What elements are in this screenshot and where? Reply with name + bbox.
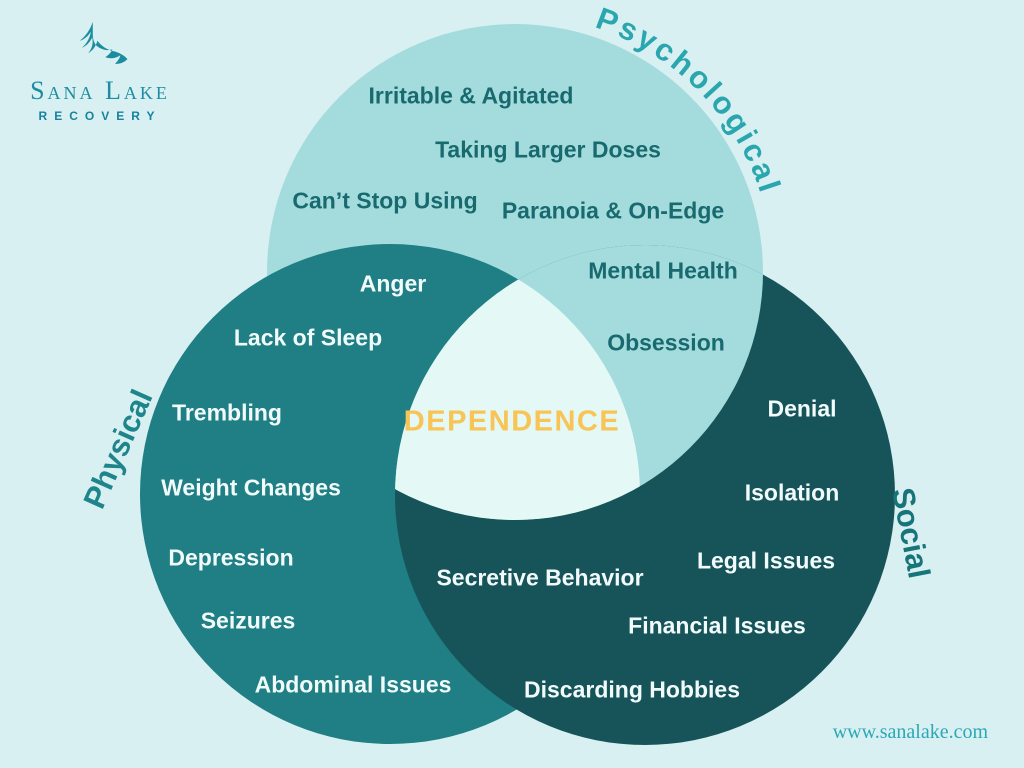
venn-item-anger: Anger [359,270,427,297]
venn-item-denial: Denial [767,395,837,422]
venn-item-cant-stop-using: Can’t Stop Using [292,187,478,214]
eagle-logo-icon [79,21,128,64]
brand-name: Sana Lake [30,76,170,105]
venn-item-seizures: Seizures [200,607,296,634]
venn-item-irritable-agitated: Irritable & Agitated [368,82,574,109]
venn-item-abdominal-issues: Abdominal Issues [254,671,452,698]
venn-item-mental-health: Mental Health [588,257,738,284]
center-label: DEPENDENCE [403,405,621,438]
website-url: www.sanalake.com [832,721,988,743]
venn-item-depression: Depression [168,544,294,571]
venn-item-taking-larger-doses: Taking Larger Doses [435,136,661,163]
brand-tagline: Recovery [38,109,162,123]
venn-item-financial-issues: Financial Issues [628,612,806,639]
venn-item-obsession: Obsession [607,329,725,356]
venn-item-legal-issues: Legal Issues [696,547,836,574]
venn-item-discarding-hobbies: Discarding Hobbies [524,676,740,703]
venn-item-paranoia-on-edge: Paranoia & On-Edge [501,197,725,224]
venn-item-secretive-behavior: Secretive Behavior [436,564,644,591]
venn-item-trembling: Trembling [172,399,282,426]
venn-item-weight-changes: Weight Changes [161,474,341,501]
venn-item-isolation: Isolation [744,479,840,506]
venn-item-lack-of-sleep: Lack of Sleep [233,324,383,351]
brand-logo: Sana Lake Recovery [25,20,175,122]
